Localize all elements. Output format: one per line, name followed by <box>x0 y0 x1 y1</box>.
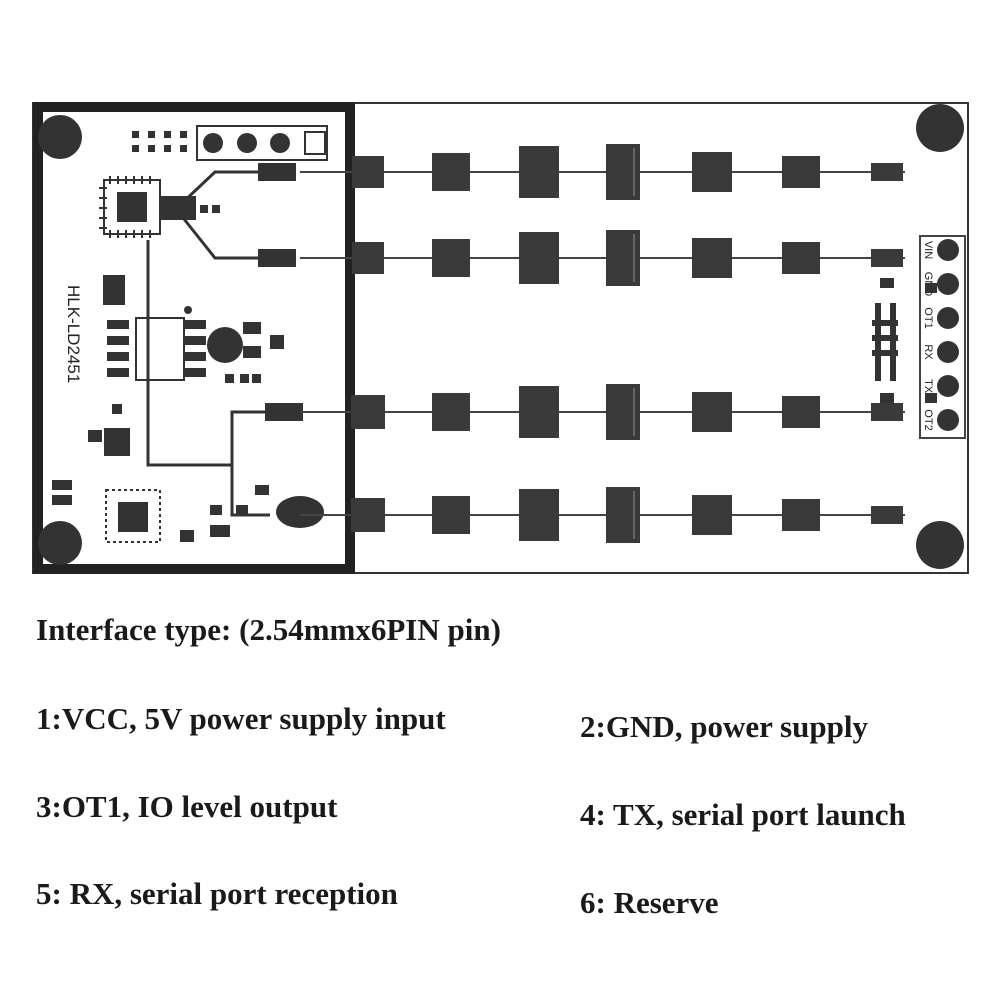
ic-outline <box>135 317 185 381</box>
connector-pin-label: VIN <box>922 241 934 259</box>
antenna-patch <box>692 495 732 535</box>
board-outline <box>32 102 969 574</box>
antenna-patch <box>692 392 732 432</box>
antenna-patch <box>432 393 470 431</box>
pin-2-desc: 2:GND, power supply <box>580 709 868 744</box>
antenna-patch <box>351 395 385 429</box>
connector-pin <box>937 273 959 295</box>
connector-pin <box>937 307 959 329</box>
antenna-patch <box>352 242 384 274</box>
pin-1-desc: 1:VCC, 5V power supply input <box>36 701 446 736</box>
antenna-patch <box>871 403 903 421</box>
antenna-patch <box>782 156 820 188</box>
connector-pin-label: OT2 <box>922 409 934 430</box>
mounting-hole <box>916 104 964 152</box>
feed-pad <box>258 163 296 181</box>
antenna-patch <box>782 396 820 428</box>
antenna-patch <box>352 156 384 188</box>
antenna-patch <box>871 506 903 524</box>
antenna-patch <box>519 146 559 198</box>
top-smd-pads <box>132 131 187 152</box>
feed-traces <box>146 170 270 517</box>
radar-chip <box>99 176 220 238</box>
antenna-patch <box>782 499 820 531</box>
pin-header-connector: VINGNDOT1RXTXOT2 <box>872 235 966 439</box>
antenna-patch <box>351 498 385 532</box>
radar-module-board-drawing: HLK-LD2451 VINGNDOT1RXTXOT2 <box>32 102 969 574</box>
antenna-patch <box>519 489 559 541</box>
debug-header <box>196 125 328 161</box>
antenna-patch <box>871 249 903 267</box>
model-label: HLK-LD2451 <box>64 285 83 383</box>
pin-5-desc: 5: RX, serial port reception <box>36 876 398 911</box>
connector-pin <box>937 341 959 363</box>
feed-pad <box>258 249 296 267</box>
connector-pin-label: RX <box>922 344 934 360</box>
pin-3-desc: 3:OT1, IO level output <box>36 789 338 824</box>
antenna-patch <box>692 152 732 192</box>
antenna-patch <box>692 238 732 278</box>
connector-pin-label: OT1 <box>922 307 934 328</box>
antenna-patch <box>782 242 820 274</box>
connector-pin <box>937 375 959 397</box>
antenna-patch <box>432 239 470 277</box>
antenna-patch <box>519 386 559 438</box>
patch-antenna-array <box>300 144 905 543</box>
mounting-hole <box>38 115 82 159</box>
mounting-hole <box>916 521 964 569</box>
module-components <box>52 275 324 542</box>
connector-pin-label: TX <box>922 379 934 394</box>
pin-6-desc: 6: Reserve <box>580 885 719 920</box>
module-frame <box>33 102 355 574</box>
connector-pin <box>937 409 959 431</box>
mcu-chip <box>105 489 161 543</box>
antenna-patch <box>871 163 903 181</box>
antenna-patch <box>432 153 470 191</box>
antenna-patch <box>432 496 470 534</box>
connector-pin <box>937 239 959 261</box>
antenna-patch <box>519 232 559 284</box>
interface-title: Interface type: (2.54mmx6PIN pin) <box>36 612 501 647</box>
mounting-hole <box>38 521 82 565</box>
feed-pad <box>265 403 303 421</box>
pin-4-desc: 4: TX, serial port launch <box>580 797 906 832</box>
